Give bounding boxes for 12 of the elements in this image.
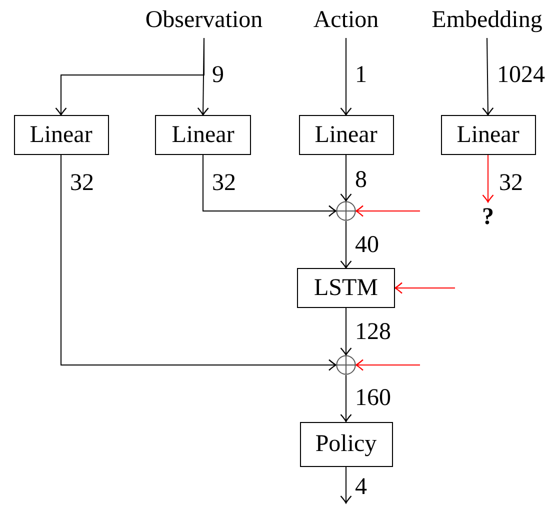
node-text: Embedding xyxy=(428,5,546,35)
sum-circle xyxy=(336,355,356,375)
node-text: Observation xyxy=(139,5,269,35)
process-box: Policy xyxy=(300,422,392,466)
process-box: Linear xyxy=(14,115,108,155)
sum-circle xyxy=(336,201,356,221)
process-box: Linear xyxy=(298,115,394,155)
process-box: Linear xyxy=(155,115,251,155)
node-text: Action xyxy=(306,5,386,35)
process-box: Linear xyxy=(440,115,536,155)
node-text: ? xyxy=(480,205,496,229)
process-box: LSTM xyxy=(297,268,395,308)
